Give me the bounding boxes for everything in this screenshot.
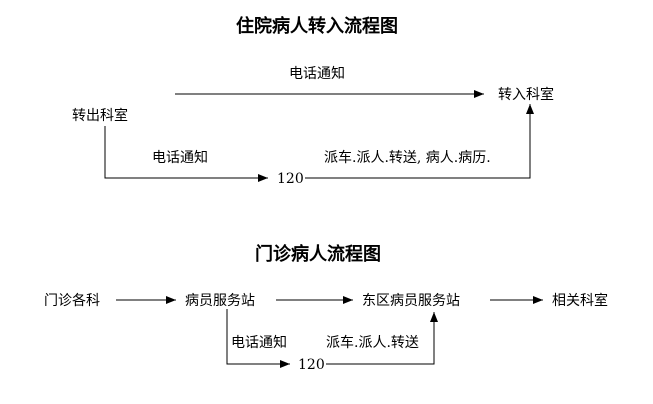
arrow-out-dept-to-120 xyxy=(104,126,268,182)
label-dispatch-inpatient: 派车.派人.转送, 病人.病历. xyxy=(324,150,491,166)
arrow-station-to-120 xyxy=(226,309,290,368)
node-transfer-out-dept: 转出科室 xyxy=(72,108,128,124)
arrow-120-to-transfer-in xyxy=(305,104,534,179)
node-hotline-120-outpatient: 120 xyxy=(298,357,325,373)
label-phone-notice-bottom: 电话通知 xyxy=(152,150,208,166)
label-dispatch-outpatient: 派车.派人.转送 xyxy=(326,335,419,351)
node-clinic-departments: 门诊各科 xyxy=(44,293,100,309)
node-east-service-station: 东区病员服务站 xyxy=(362,293,460,309)
label-phone-notice-top: 电话通知 xyxy=(289,66,345,82)
node-related-department: 相关科室 xyxy=(552,293,608,309)
node-hotline-120: 120 xyxy=(277,171,304,187)
node-transfer-in-dept: 转入科室 xyxy=(498,87,554,103)
inpatient-flow-title: 住院病人转入流程图 xyxy=(236,16,398,37)
label-phone-notice-outpatient: 电话通知 xyxy=(231,335,287,351)
arrow-120-to-east-station xyxy=(326,312,438,365)
outpatient-flow-title: 门诊病人流程图 xyxy=(255,244,381,265)
node-patient-service-station: 病员服务站 xyxy=(185,293,255,309)
